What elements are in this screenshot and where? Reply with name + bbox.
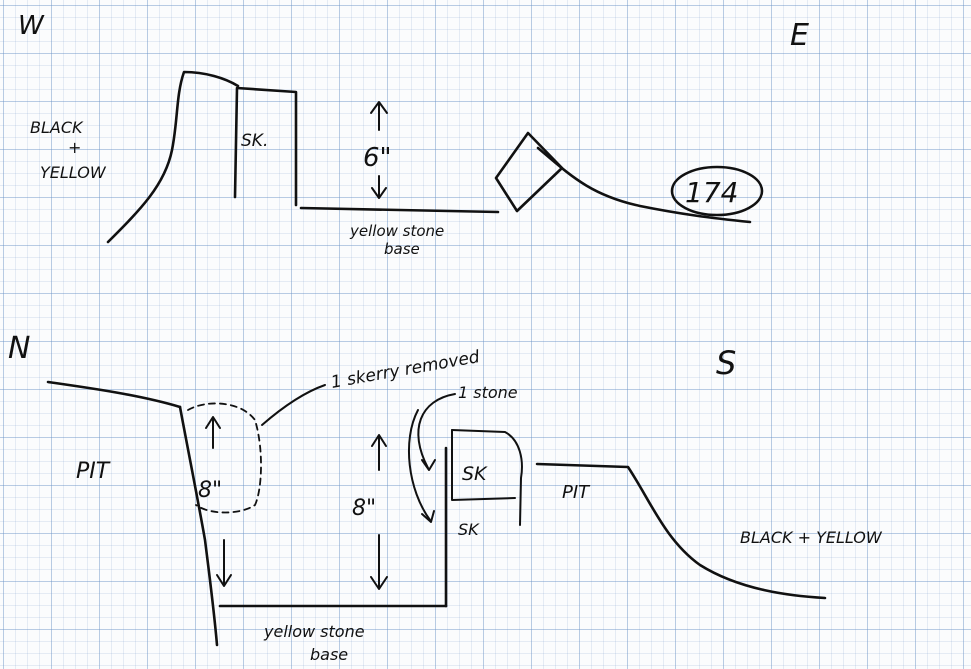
context-number-circle [670, 165, 764, 217]
top-left-profile-line [106, 70, 240, 244]
removed-stone-dashed-outline [187, 402, 262, 514]
top-deposit-label-line1: BLACK [30, 118, 84, 137]
bottom-base-label-line1: yellow stone [263, 622, 365, 641]
bottom-stone-outline-right [451, 429, 523, 526]
bottom-right-profile-line [535, 462, 827, 600]
west-label: W [18, 11, 45, 41]
stone-note-leader-lower [408, 409, 431, 521]
removed-note-leader [261, 384, 326, 426]
east-label: E [790, 18, 809, 53]
top-depth-arrow-up-head [370, 101, 388, 114]
bottom-left-fill-label: PIT [76, 459, 111, 484]
top-depth-arrow-down-head [371, 187, 387, 199]
top-depth-label: 6" [363, 143, 392, 173]
bottom-right-deposit-label: BLACK + YELLOW [740, 528, 883, 547]
bottom-pit-cut-line [178, 405, 219, 647]
stone-note: 1 stone [458, 383, 518, 402]
bottom-right-fill-label: PIT [562, 482, 591, 503]
north-label: N [8, 331, 30, 366]
bottom-section: N S PIT 8" 1 skerry removed 8" 1 [8, 331, 883, 664]
top-deposit-plus: + [68, 138, 81, 157]
bottom-base-label-line2: base [310, 645, 348, 664]
bottom-mid-arrow-up-head [371, 434, 387, 447]
top-base-label-line2: base [384, 240, 420, 258]
top-stone-label: SK. [241, 131, 268, 151]
south-label: S [716, 344, 736, 382]
stone-note-leader-lower-head [421, 510, 435, 523]
context-number: 174 [685, 176, 738, 209]
bottom-left-depth-label: 8" [198, 478, 222, 503]
stone-note-leader-upper [417, 393, 456, 469]
top-deposit-label-line2: YELLOW [40, 163, 107, 182]
top-base-line [299, 206, 500, 214]
top-section: W E SK. BLACK + YELLOW 6" yellow stone b… [18, 11, 809, 258]
top-small-stone [494, 131, 564, 213]
top-stone-outline [233, 86, 298, 207]
bottom-left-surface-line [46, 380, 182, 409]
bottom-mid-depth-label: 8" [352, 496, 376, 521]
bottom-left-arrow-down-head [216, 574, 232, 587]
stone-note-leader-upper-head [421, 459, 436, 471]
bottom-stone-label: SK [462, 463, 488, 485]
bottom-mid-arrow-down-head [370, 576, 388, 590]
bottom-left-arrow-up-head [205, 416, 221, 429]
top-right-profile-line [536, 146, 752, 224]
bottom-stone-outline-left [451, 429, 516, 501]
bottom-stone-label-below: SK [458, 520, 480, 539]
top-base-label-line1: yellow stone [349, 222, 444, 240]
